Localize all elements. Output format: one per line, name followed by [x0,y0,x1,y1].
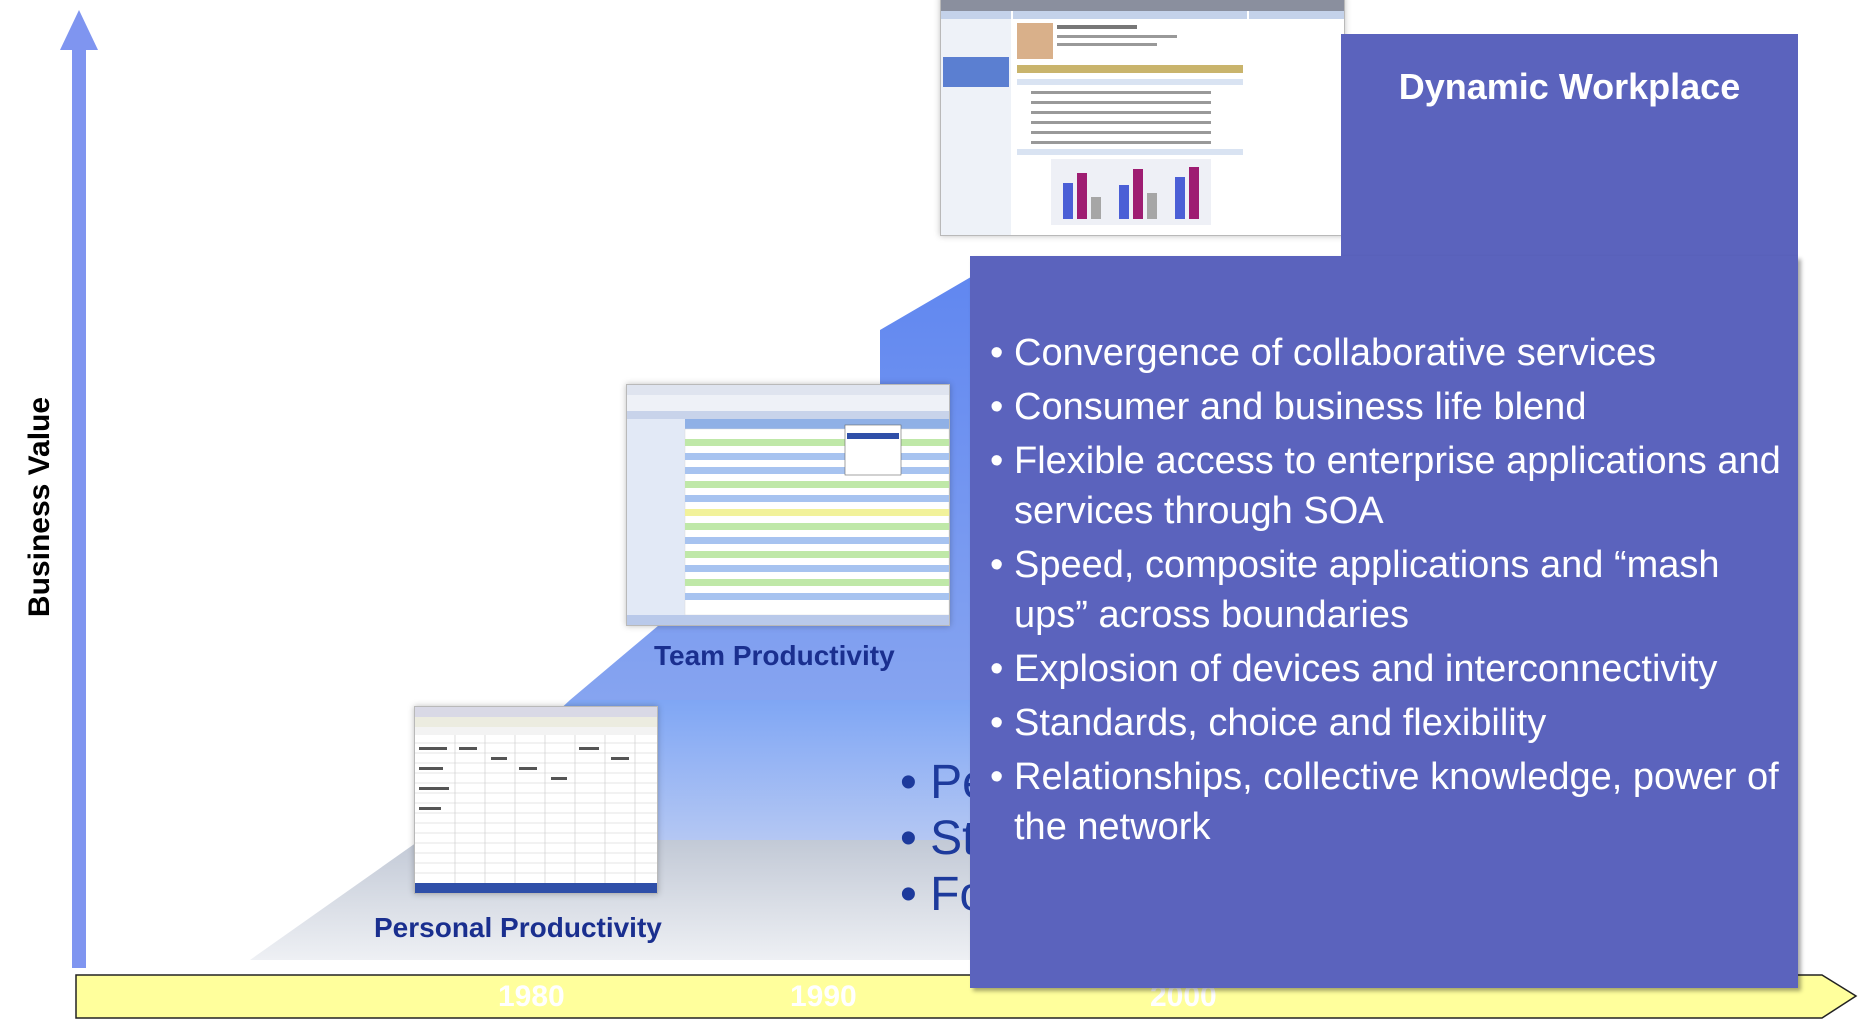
y-axis-arrow-shaft [72,48,86,968]
bullet-item: Explosion of devices and interconnectivi… [988,644,1788,694]
bullet-item: Standards, choice and flexibility [988,698,1788,748]
year-label-1990: 1990 [790,980,857,1013]
bullet-item: Flexible access to enterprise applicatio… [988,436,1788,536]
team-productivity-label: Team Productivity [654,640,895,671]
bullet-item: Relationships, collective knowledge, pow… [988,752,1788,852]
y-axis-arrow-head [60,10,98,50]
personal-productivity-label: Personal Productivity [374,912,662,943]
dynamic-workplace-title-panel [1341,34,1798,256]
email-client-screenshot [626,384,950,626]
bullet-item: Consumer and business life blend [988,382,1788,432]
year-label-1980: 1980 [498,980,565,1013]
bullet-item: Speed, composite applications and “mash … [988,540,1788,640]
background-bullet-list: • Pe • Sta • Fo [900,755,1002,923]
portal-screenshot [940,0,1345,236]
bullet-item: Convergence of collaborative services [988,328,1788,378]
spreadsheet-screenshot [414,706,658,894]
dynamic-workplace-title: Dynamic Workplace [1398,66,1741,107]
dynamic-workplace-bullet-list: Convergence of collaborative services Co… [988,328,1788,856]
